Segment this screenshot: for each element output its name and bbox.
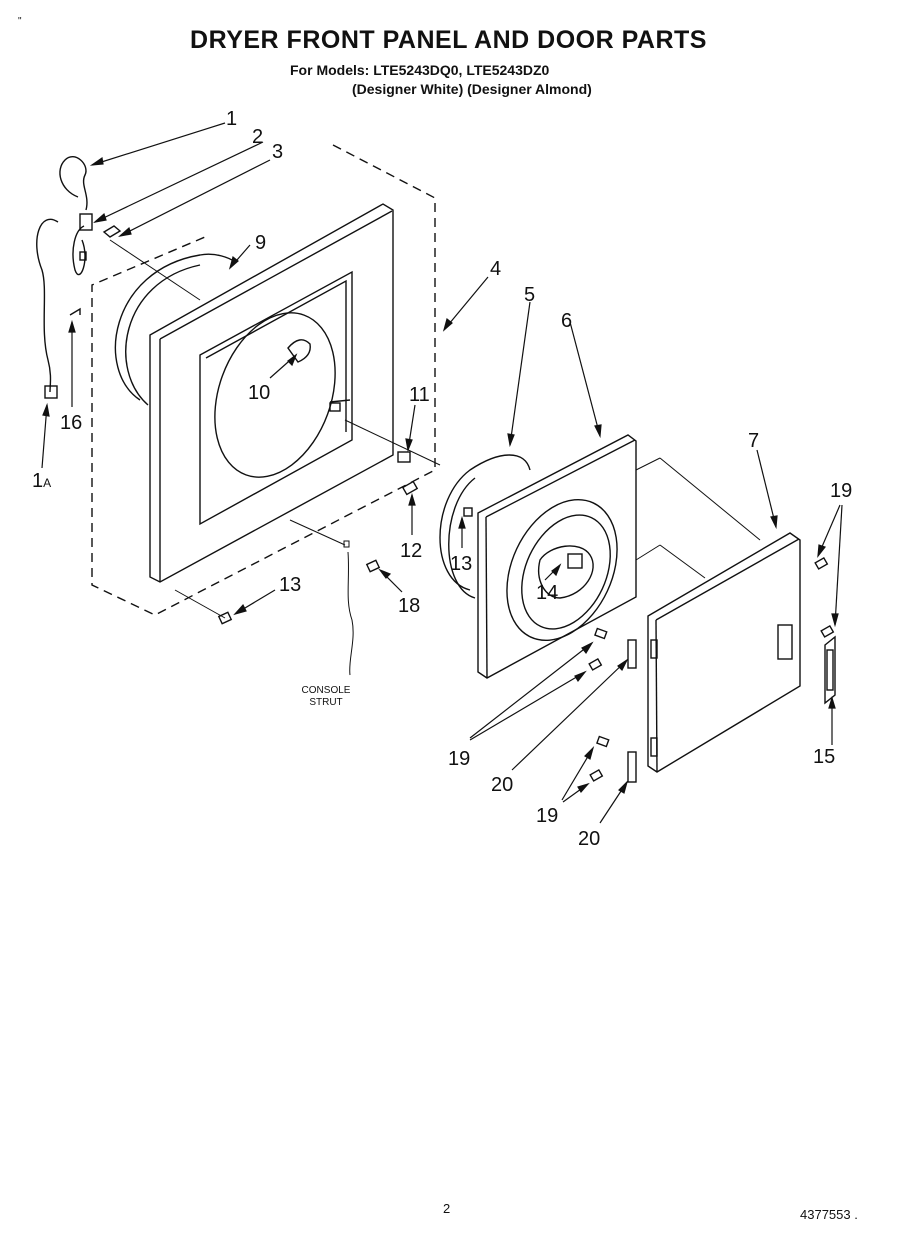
callout-20-lower: 20: [578, 828, 601, 850]
page-number: 2: [443, 1201, 451, 1216]
callout-16: 16: [60, 412, 83, 434]
callout-2: 2: [252, 126, 264, 148]
callout-9: 9: [255, 232, 267, 254]
construction-lines: [109, 239, 761, 676]
callout-10: 10: [248, 382, 271, 404]
inner-door-panel: [477, 434, 637, 679]
callout-19-right: 19: [830, 480, 853, 502]
page-title: DRYER FRONT PANEL AND DOOR PARTS: [190, 26, 707, 54]
callout-19-lower: 19: [536, 805, 559, 827]
front-panel: [149, 203, 394, 583]
callout-13-gasket: 13: [450, 553, 473, 575]
leader-lines: [41, 122, 843, 824]
callout-12: 12: [400, 540, 423, 562]
callout-19-upper: 19: [448, 748, 471, 770]
callout-20-upper: 20: [491, 774, 514, 796]
callout-18: 18: [398, 595, 421, 617]
wiring-harness: [36, 156, 122, 399]
callout-11: 11: [409, 384, 430, 406]
document-number: 4377553 .: [800, 1207, 858, 1222]
console-strut-label: CONSOLE STRUT: [301, 685, 351, 708]
cabinet-outline: [91, 144, 436, 616]
outer-door: [647, 532, 836, 773]
corner-mark: ": [18, 16, 22, 27]
fasteners: [217, 451, 835, 783]
door-gasket: [439, 454, 531, 599]
callout-7: 7: [748, 430, 760, 452]
callout-5: 5: [524, 284, 536, 306]
callout-1a: 1A: [32, 470, 52, 492]
callout-13-screw: 13: [279, 574, 302, 596]
door-seal-ring: [114, 253, 236, 406]
callout-15: 15: [813, 746, 836, 768]
callout-6: 6: [561, 310, 573, 332]
models-line: For Models: LTE5243DQ0, LTE5243DZ0: [290, 62, 550, 78]
callout-3: 3: [272, 141, 284, 163]
callout-1: 1: [226, 108, 238, 130]
callout-4: 4: [490, 258, 502, 280]
finish-line: (Designer White) (Designer Almond): [352, 81, 592, 97]
callout-14: 14: [536, 582, 559, 604]
